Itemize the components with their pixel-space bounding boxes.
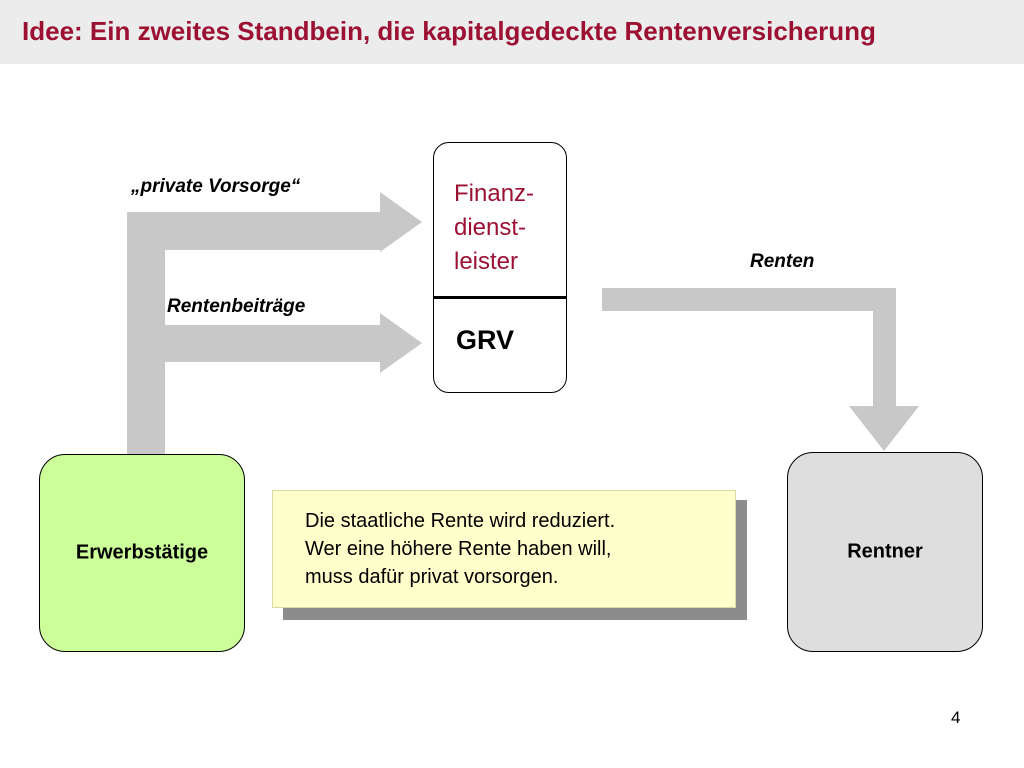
finanzdienstleister-line: dienst-: [454, 214, 527, 241]
arrow-rentenbeitraege-shaft: [127, 325, 380, 362]
finanzdienstleister-line: Finanz-: [454, 180, 535, 207]
erwerbstaetige-label: Erwerbstätige: [75, 541, 209, 564]
arrow-private-vorsorge-shaft: [127, 212, 380, 250]
finanzdienstleister-line: leister: [454, 248, 519, 275]
label-private-vorsorge: „private Vorsorge“: [131, 176, 301, 197]
slide-title: Idee: Ein zweites Standbein, die kapital…: [22, 16, 876, 46]
title-bar: Idee: Ein zweites Standbein, die kapital…: [0, 0, 1024, 64]
arrow-renten-head: [849, 406, 919, 451]
box-divider: [434, 296, 566, 299]
finanzdienstleister-grv-box: Finanz- dienst- leister GRV: [433, 142, 567, 393]
page-number: 4: [951, 708, 961, 727]
rentner-label: Rentner: [847, 540, 923, 563]
arrow-renten-shaft-horizontal: [602, 288, 896, 311]
note-box: Die staatliche Rente wird reduziert. Wer…: [272, 490, 736, 608]
label-rentenbeitraege: Rentenbeiträge: [167, 296, 306, 317]
erwerbstaetige-box: Erwerbstätige: [39, 454, 245, 652]
finanzdienstleister-label: Finanz- dienst- leister: [454, 177, 534, 279]
note-line: muss dafür privat vorsorgen.: [305, 566, 559, 588]
arrow-private-vorsorge-head: [380, 192, 422, 252]
arrow-renten-shaft-vertical: [873, 288, 896, 408]
arrow-rentenbeitraege-head: [380, 313, 422, 373]
note-line: Die staatliche Rente wird reduziert.: [305, 510, 616, 532]
grv-label: GRV: [456, 325, 515, 355]
note-line: Wer eine höhere Rente haben will,: [305, 538, 612, 560]
label-renten: Renten: [750, 251, 815, 272]
rentner-box: Rentner: [787, 452, 983, 652]
note-text: Die staatliche Rente wird reduziert. Wer…: [305, 507, 615, 591]
